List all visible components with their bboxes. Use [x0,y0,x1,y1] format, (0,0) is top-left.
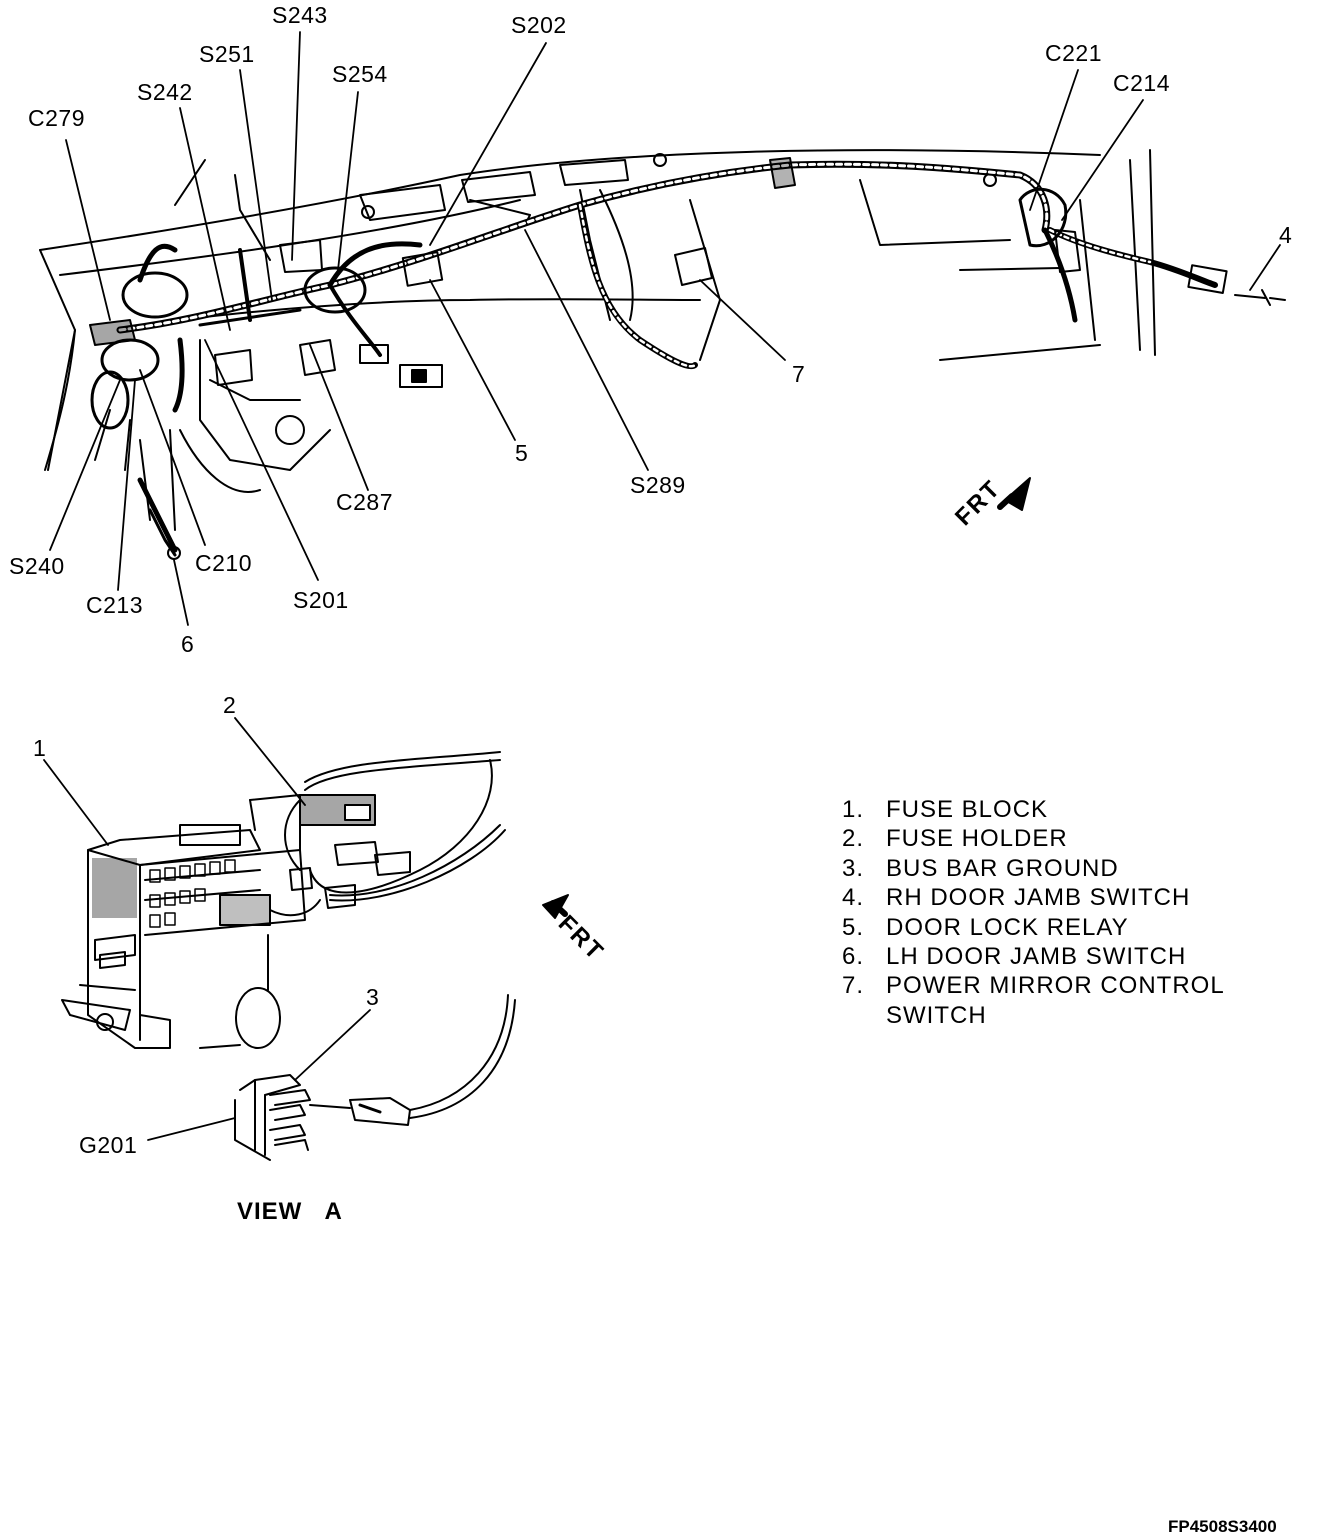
view-a-title: VIEW A [237,1198,343,1225]
callout-c210: C210 [195,550,252,576]
callout-g201: G201 [79,1132,138,1158]
legend-item: 6.LH DOOR JAMB SWITCH [842,942,1187,970]
callout-item-2: 2 [223,692,237,718]
main-harness [116,160,1218,553]
callout-s254: S254 [332,61,388,87]
callout-item-7: 7 [792,361,806,387]
callout-item-1: 1 [33,735,47,761]
legend-item: 2.FUSE HOLDER [842,825,1068,853]
component-legend: 1.FUSE BLOCK 2.FUSE HOLDER 3.BUS BAR GRO… [842,796,1225,1031]
callout-s240: S240 [9,553,65,579]
legend-item: 7.POWER MIRROR CONTROL [842,972,1225,1000]
figure-code: FP4508S3400 [1168,1517,1277,1536]
leader-lines-upper [49,31,1281,626]
callout-item-4: 4 [1279,222,1293,248]
harness-connectors [89,157,1286,560]
callout-c213: C213 [86,592,143,618]
callout-item-6: 6 [181,631,195,657]
callout-s243: S243 [272,2,328,28]
legend-item: 4.RH DOOR JAMB SWITCH [842,884,1191,912]
callout-s251: S251 [199,41,255,67]
legend-item-continuation: SWITCH [886,1001,987,1029]
instrument-panel-outline [39,149,1156,531]
callout-item-3: 3 [366,984,380,1010]
view-a-fuse-block [61,794,411,1049]
callout-s202: S202 [511,12,567,38]
view-a-wires [269,751,506,917]
callout-c287: C287 [336,489,393,515]
legend-item: 3.BUS BAR GROUND [842,854,1119,882]
callout-c221: C221 [1045,40,1102,66]
callout-c279: C279 [28,105,85,131]
view-a-bus-bar-ground [234,994,516,1161]
legend-item: 1.FUSE BLOCK [842,796,1049,823]
frt-arrow-upper [997,477,1031,511]
callout-s289: S289 [630,472,686,498]
frt-arrow-view-a [542,894,569,919]
callout-s242: S242 [137,79,193,105]
callout-s201: S201 [293,587,349,613]
callout-item-5: 5 [515,440,529,466]
callout-c214: C214 [1113,70,1170,96]
leader-lines-view-a [43,717,371,1141]
legend-item: 5.DOOR LOCK RELAY [842,913,1129,941]
